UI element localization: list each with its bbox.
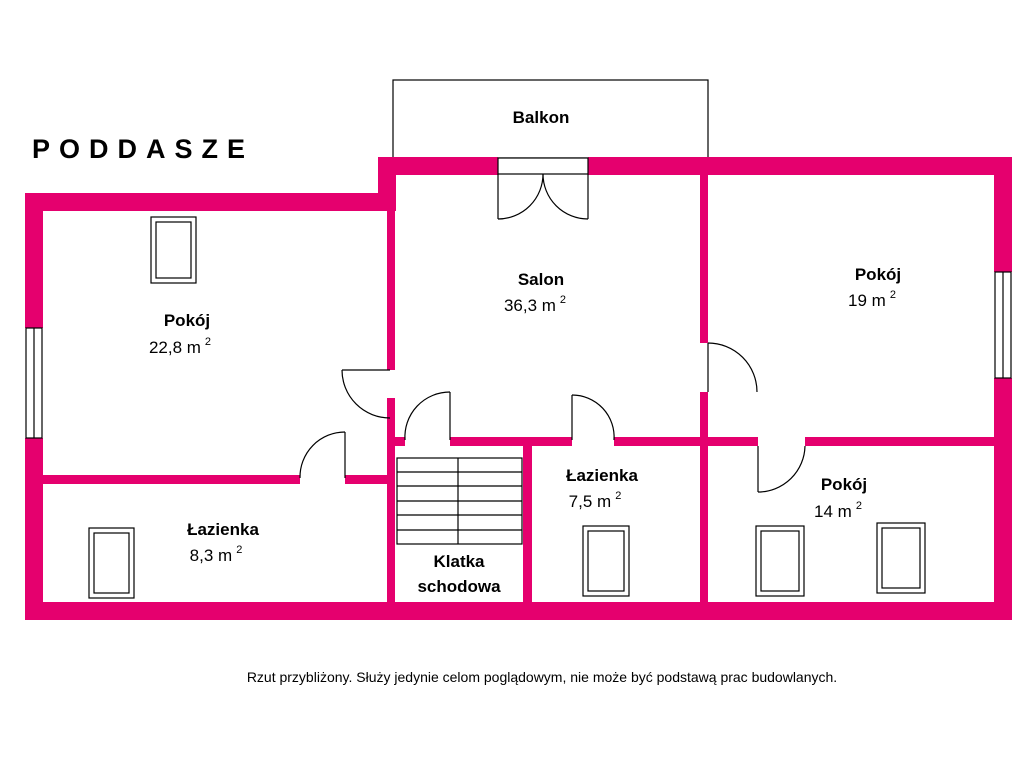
room-name: Pokój <box>821 475 867 494</box>
door-icon <box>757 445 806 493</box>
doors <box>299 173 806 493</box>
room-name-line2: schodowa <box>417 577 501 596</box>
balcony-door-frame <box>497 157 589 175</box>
room-name: Łazienka <box>566 466 638 485</box>
room-name: Salon <box>518 270 564 289</box>
skylight-icon <box>88 527 135 599</box>
room-klatka-schodowa: Klatka schodowa <box>417 552 501 596</box>
disclaimer: Rzut przybliżony. Służy jedynie celom po… <box>247 669 837 685</box>
skylight-icon <box>582 525 630 597</box>
walls <box>25 157 1012 620</box>
room-name: Łazienka <box>187 520 259 539</box>
plan-title: PODDASZE <box>32 134 254 164</box>
staircase <box>396 457 523 545</box>
door-icon <box>571 394 615 441</box>
door-icon <box>497 173 589 220</box>
skylight-icon <box>755 525 805 597</box>
door-icon <box>299 431 346 479</box>
skylight-icon <box>150 216 197 284</box>
room-name-line1: Klatka <box>433 552 485 571</box>
skylights <box>88 216 926 599</box>
door-icon <box>404 391 451 441</box>
room-name: Pokój <box>855 265 901 284</box>
door-icon <box>341 369 391 419</box>
door-icon <box>707 342 758 393</box>
label-balcony: Balkon <box>513 108 570 127</box>
skylight-icon <box>876 522 926 594</box>
room-name: Pokój <box>164 311 210 330</box>
